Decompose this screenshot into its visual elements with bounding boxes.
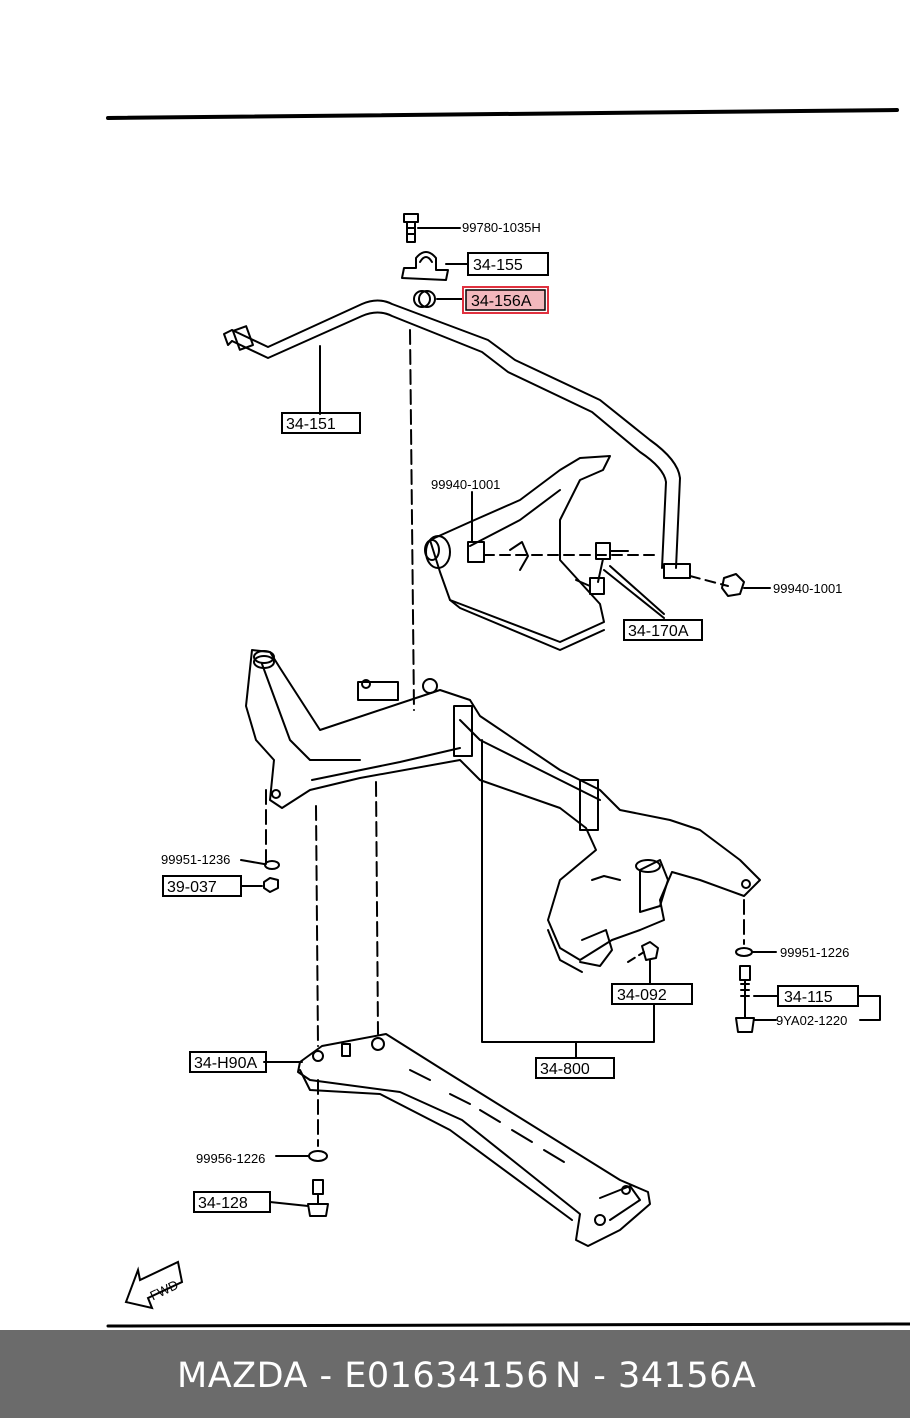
callout-39-037: 39-037 <box>167 879 217 896</box>
top-border <box>106 108 899 120</box>
bottom-border <box>106 1322 910 1328</box>
nut-99940-right <box>721 573 771 597</box>
crossmember <box>245 649 761 973</box>
callout-99780-1035h: 99780-1035H <box>462 220 541 235</box>
callout-34-115: 34-115 <box>784 989 833 1006</box>
callout-34-128: 34-128 <box>198 1195 248 1212</box>
washer-nut-left <box>240 859 280 893</box>
fwd-label: FWD <box>147 1277 180 1303</box>
callout-34-155: 34-155 <box>473 257 523 274</box>
bolt-34115 <box>735 947 881 1033</box>
callout-99951-1226: 99951-1226 <box>780 945 849 960</box>
callout-34-800: 34-800 <box>540 1061 590 1078</box>
sub-frame <box>263 1033 651 1247</box>
nut-34092 <box>641 941 659 985</box>
callout-34-156a: 34-156A <box>471 293 532 310</box>
callout-99940-1001-upper: 99940-1001 <box>431 477 500 492</box>
stabilizer-bar <box>223 299 691 579</box>
callout-34-170a: 34-170A <box>628 623 689 640</box>
stabilizer-link <box>575 542 729 615</box>
callout-34-151: 34-151 <box>286 416 336 433</box>
callout-34-h90a: 34-H90A <box>194 1055 257 1072</box>
lower-control-arm <box>424 455 661 651</box>
part-number-footer: MAZDA - E01634156 N - 34156A <box>0 1330 910 1418</box>
callout-99951-1236: 99951-1236 <box>161 852 230 867</box>
oem-part-number: N - 34156A <box>555 1356 757 1396</box>
callout-99956-1226: 99956-1226 <box>196 1151 265 1166</box>
brand-part-number: MAZDA - E01634156 <box>177 1356 550 1396</box>
bracket-34155 <box>401 251 469 281</box>
bolt-34128 <box>269 1150 329 1217</box>
bushing-34156a <box>413 290 464 308</box>
parts-diagram: FWD 99780-1035H 99940-1001 99940-1001 99… <box>106 108 910 1328</box>
callout-34-092: 34-092 <box>617 987 667 1004</box>
bolt-99780 <box>403 213 461 243</box>
forward-direction-arrow: FWD <box>124 1260 184 1310</box>
highlight-box <box>462 286 549 314</box>
callout-99940-1001-right: 99940-1001 <box>773 581 842 596</box>
callout-9ya02-1220: 9YA02-1220 <box>776 1013 847 1028</box>
